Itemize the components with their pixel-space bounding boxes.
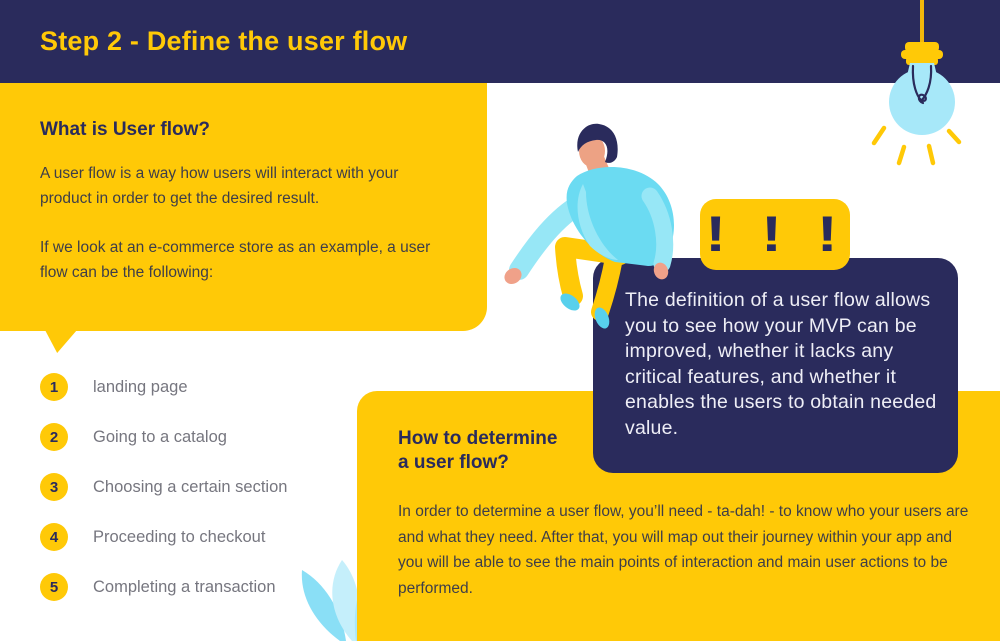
person-illustration	[504, 123, 674, 329]
how-panel-body: In order to determine a user flow, you’l…	[398, 503, 969, 597]
how-panel-heading-line2: a user flow?	[398, 452, 509, 473]
list-item: 5 Completing a transaction	[40, 573, 287, 601]
what-panel: What is User flow? A user flow is a way …	[0, 83, 487, 331]
callout-text: The definition of a user flow allows you…	[625, 289, 937, 439]
what-panel-paragraph-1: A user flow is a way how users will inte…	[40, 165, 399, 207]
step-label: Completing a transaction	[93, 577, 276, 596]
step-label: Choosing a certain section	[93, 477, 288, 496]
step-label: landing page	[93, 377, 188, 396]
how-panel-heading-line1: How to determine	[398, 428, 558, 449]
list-item: 1 landing page	[40, 373, 287, 401]
step-label: Going to a catalog	[93, 427, 227, 446]
what-panel-paragraph-2: If we look at an e-commerce store as an …	[40, 239, 431, 281]
speech-bubble-tail	[45, 330, 77, 353]
step-number-badge: 2	[40, 423, 68, 451]
exclamation-badge: !!!	[700, 199, 850, 270]
list-item: 3 Choosing a certain section	[40, 473, 287, 501]
user-flow-steps-list: 1 landing page 2 Going to a catalog 3 Ch…	[40, 373, 287, 623]
page-title: Step 2 - Define the user flow	[40, 26, 408, 56]
step-number-badge: 1	[40, 373, 68, 401]
header-bar: Step 2 - Define the user flow	[0, 0, 1000, 83]
step-number-badge: 4	[40, 523, 68, 551]
definition-callout: The definition of a user flow allows you…	[593, 258, 958, 473]
list-item: 4 Proceeding to checkout	[40, 523, 287, 551]
list-item: 2 Going to a catalog	[40, 423, 287, 451]
lightbulb-icon	[871, 0, 962, 166]
step-label: Proceeding to checkout	[93, 527, 266, 546]
exclamation-marks: !!!	[705, 206, 873, 262]
how-panel-heading: How to determine a user flow?	[398, 427, 557, 475]
step-number-badge: 3	[40, 473, 68, 501]
step-number-badge: 5	[40, 573, 68, 601]
what-panel-heading: What is User flow?	[40, 119, 210, 140]
